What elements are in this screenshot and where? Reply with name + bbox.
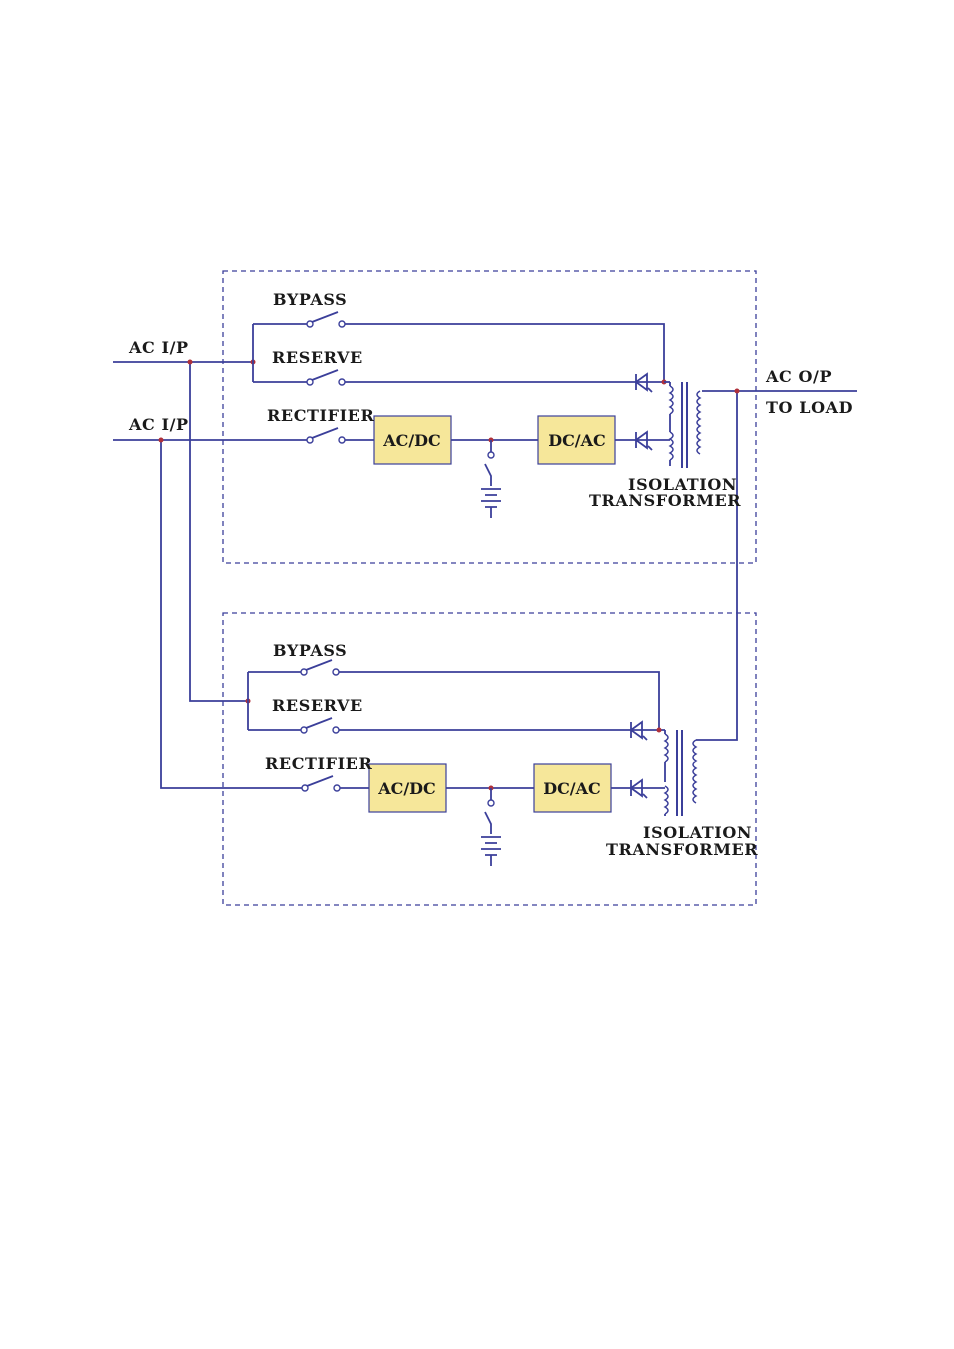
- dcac-label: DC/AC: [543, 779, 601, 798]
- ac-output-label: AC O/P: [765, 367, 832, 386]
- labels: AC I/P AC I/P AC O/P TO LOAD BYPASS RESE…: [128, 290, 853, 859]
- acdc-box: [373, 415, 452, 465]
- reserve-label: RESERVE: [272, 696, 363, 715]
- unit-frame: [222, 270, 757, 564]
- scr-icon: [629, 778, 648, 799]
- ups-unit-lower: [222, 612, 757, 906]
- acdc-label: AC/DC: [377, 779, 436, 798]
- dcac-box: [537, 415, 616, 465]
- ac-input-label-2: AC I/P: [128, 415, 189, 434]
- ac-input-label-1: AC I/P: [128, 338, 189, 357]
- rectifier-label: RECTIFIER: [265, 754, 372, 773]
- transformer-label: TRANSFORMER: [606, 840, 758, 859]
- bypass-label: BYPASS: [273, 290, 347, 309]
- acdc-box: [368, 763, 447, 813]
- battery-icon: [481, 788, 501, 866]
- battery-icon: [481, 440, 501, 518]
- bypass-label: BYPASS: [273, 641, 347, 660]
- scr-icon: [634, 372, 653, 393]
- rectifier-label: RECTIFIER: [267, 406, 374, 425]
- scr-icon: [634, 430, 653, 451]
- unit-frame: [222, 612, 757, 906]
- output-wiring: [696, 388, 857, 741]
- dcac-label: DC/AC: [548, 431, 606, 450]
- isolation-transformer-icon: [663, 730, 698, 816]
- reserve-label: RESERVE: [272, 348, 363, 367]
- acdc-label: AC/DC: [382, 431, 441, 450]
- isolation-transformer-icon: [668, 382, 702, 468]
- to-load-label: TO LOAD: [766, 398, 853, 417]
- isolation-label: ISOLATION: [643, 823, 752, 842]
- scr-icon: [629, 720, 648, 741]
- input-wiring: [113, 359, 308, 789]
- isolation-label: ISOLATION: [628, 475, 737, 494]
- transformer-label: TRANSFORMER: [589, 491, 741, 510]
- ups-unit-upper: [222, 270, 757, 564]
